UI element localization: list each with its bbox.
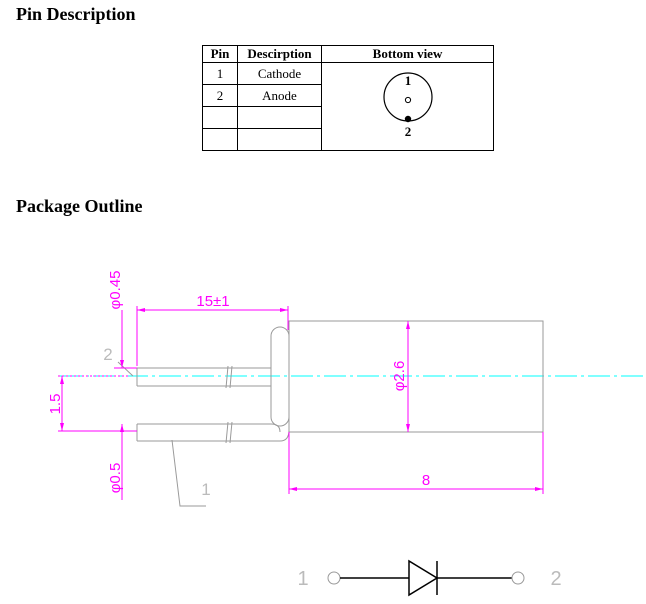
pin2-dot (404, 115, 412, 123)
diode-triangle (408, 559, 439, 597)
header-description: Descirption (237, 45, 322, 63)
table-row: 1 Cathode 1 2 (202, 62, 494, 151)
package-outline-heading: Package Outline (16, 196, 143, 216)
leads (136, 365, 290, 444)
schematic-terminal-right (511, 571, 525, 585)
pin-table-header: Pin Descirption Bottom view (202, 45, 494, 63)
table-row (202, 128, 494, 151)
schematic-terminal-left (327, 571, 341, 585)
bottom-view-drawing: 1 2 (383, 72, 433, 139)
dim-body-length: 8 (422, 472, 430, 489)
pin-description-heading: Pin Description (16, 4, 136, 24)
pin-desc: Cathode (237, 62, 322, 85)
lead-leaders (117, 361, 206, 507)
lead-label-bottom: 1 (201, 480, 210, 499)
bottom-pin1-label: 1 (405, 73, 412, 88)
table-row (202, 106, 494, 129)
dim-lead-length: 15±1 (196, 293, 229, 310)
bottom-pin2-label: 2 (405, 124, 412, 139)
dim-pitch: 1.5 (47, 394, 64, 415)
dim-lead-dia-top: φ0.45 (107, 271, 124, 310)
pin-table: Pin Descirption Bottom view 1 Cathode 1 … (202, 45, 494, 151)
schematic-pin2-label: 2 (550, 568, 561, 590)
dim-lead-dia-bottom: φ0.5 (107, 463, 124, 494)
dimension-arrows (60, 308, 543, 491)
pin1-hole (404, 96, 412, 104)
dimension-lines (58, 306, 544, 500)
dim-body-dia: φ2.6 (391, 361, 408, 392)
lead-label-top: 2 (103, 345, 112, 364)
schematic-pin1-label: 1 (297, 568, 308, 590)
bottom-view-cell: 1 2 (321, 62, 494, 151)
diode-schematic: 1 2 (297, 559, 562, 597)
package-flange (270, 326, 290, 427)
